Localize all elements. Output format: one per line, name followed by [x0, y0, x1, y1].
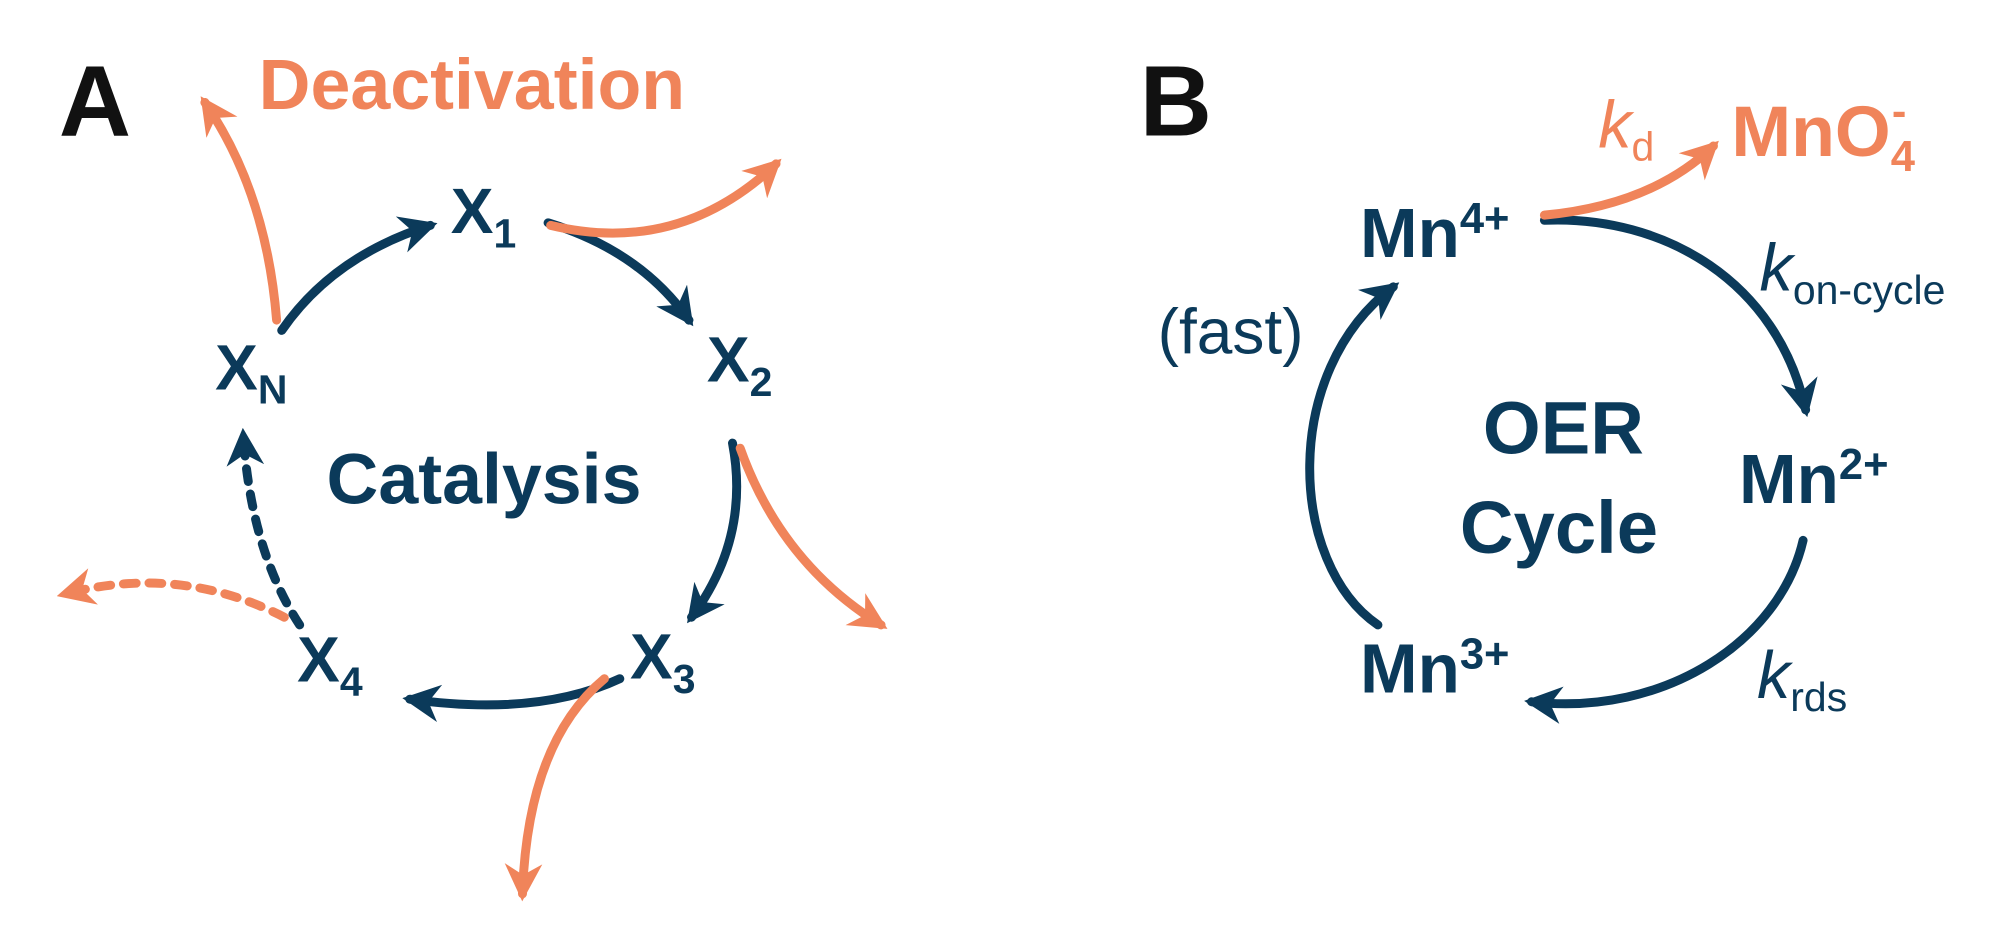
node-x2-base: X — [706, 323, 750, 396]
k-d-label: kd — [1598, 92, 1654, 167]
deact-arrow-mn4 — [1539, 140, 1719, 220]
node-x4-base: X — [297, 623, 340, 696]
arrow-mn4-to-mn2 — [1539, 215, 1818, 418]
node-x1-base: X — [450, 175, 494, 248]
deactivation-label: Deactivation — [258, 43, 686, 125]
k-rds-sub: rds — [1790, 673, 1848, 720]
node-mn2: Mn2+ — [1739, 443, 1888, 514]
deact-arrow-x1 — [546, 158, 782, 238]
k-rds-label: krds — [1757, 643, 1847, 718]
product-sup: - — [1891, 87, 1907, 136]
node-mn3-sup: 3+ — [1459, 630, 1510, 679]
k-on-symbol: k — [1759, 231, 1793, 307]
panel-b-cycle-arrows — [1305, 215, 1818, 724]
k-on-sub: on-cycle — [1792, 266, 1946, 313]
node-x4-sub: 4 — [339, 658, 363, 705]
node-x3-sub: 3 — [672, 655, 696, 703]
deact-arrow-x2 — [735, 443, 888, 630]
node-x2: X2 — [707, 328, 773, 403]
node-mn4-base: Mn — [1359, 195, 1460, 273]
node-mn2-base: Mn — [1739, 441, 1839, 519]
arrow-x4-to-xn-dotted — [226, 427, 305, 630]
product-sub: 4 — [1890, 132, 1915, 182]
node-mn4-sup: 4+ — [1459, 194, 1510, 244]
node-xn-base: X — [215, 331, 258, 404]
panel-a-deactivation-arrows — [56, 96, 888, 902]
node-x3-base: X — [630, 621, 673, 693]
panel-b-deactivation-arrow — [1539, 140, 1719, 220]
arrow-mn2-to-mn3 — [1524, 535, 1808, 724]
k-on-cycle-label: kon-cycle — [1760, 236, 1946, 311]
node-x4: X4 — [297, 627, 363, 702]
node-mn3-base: Mn — [1359, 630, 1460, 708]
node-x3: X3 — [630, 625, 696, 700]
arrow-x2-to-x3 — [687, 438, 742, 624]
fast-label: (fast) — [1157, 295, 1304, 368]
arrow-mn3-to-mn4-fast — [1305, 282, 1400, 630]
k-d-sub: d — [1631, 123, 1655, 170]
panel-a-letter: A — [58, 44, 132, 158]
deact-arrow-x3 — [504, 674, 609, 902]
node-x2-sub: 2 — [749, 358, 773, 405]
node-xn: XN — [215, 336, 287, 411]
permanganate-product: MnO4- — [1731, 87, 1915, 179]
deact-arrow-xn — [200, 96, 282, 325]
node-mn2-sup: 2+ — [1838, 440, 1889, 490]
deact-arrow-x4-dotted — [56, 568, 289, 622]
node-mn3: Mn3+ — [1360, 633, 1509, 704]
catalysis-label: Catalysis — [326, 437, 642, 519]
node-mn4: Mn4+ — [1360, 197, 1509, 268]
node-x1-sub: 1 — [493, 210, 517, 257]
oer-label: OER — [1482, 386, 1644, 470]
panel-b-letter: B — [1139, 44, 1212, 158]
arrow-xn-to-x1 — [277, 216, 438, 335]
cycle-label: Cycle — [1459, 486, 1659, 570]
node-x1: X1 — [451, 179, 517, 254]
node-xn-sub: N — [257, 366, 288, 413]
k-d-symbol: k — [1598, 88, 1632, 163]
product-base: MnO — [1731, 90, 1891, 172]
k-rds-symbol: k — [1756, 639, 1791, 714]
